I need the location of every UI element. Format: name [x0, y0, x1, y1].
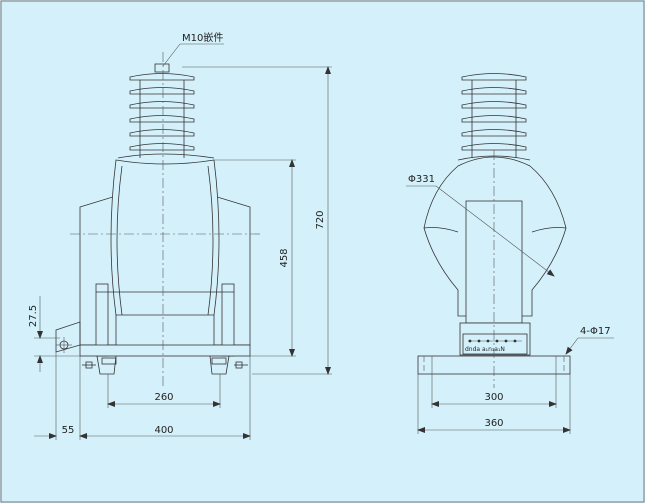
dim-400-label: 400 [154, 425, 173, 436]
side-insulator-sheds [457, 73, 531, 161]
insert-label: M10嵌件 [182, 32, 223, 44]
front-bolt-left [82, 361, 96, 369]
earth-plate [55, 321, 81, 353]
dim-260-label: 260 [154, 392, 173, 403]
holes-leader [565, 337, 579, 355]
dim-300-label: 300 [484, 392, 503, 403]
terminal-strip [462, 333, 528, 355]
terminal-box [459, 322, 531, 356]
front-insulator-sheds [117, 63, 215, 159]
insert-leader-line [162, 43, 181, 67]
side-view: Φ331 dnda a₁n₁a₁N 4-Φ17 300 360 [406, 73, 614, 434]
dim-360-label: 360 [484, 418, 503, 429]
front-base [79, 344, 251, 357]
diameter-leader [435, 185, 555, 277]
dim-27-5-label: 27.5 [28, 305, 39, 327]
terminal-label: dnda a₁n₁a₁N [465, 346, 505, 353]
diameter-label: Φ331 [408, 174, 435, 185]
dim-458-label: 458 [279, 248, 290, 267]
dim-720-label: 720 [315, 210, 326, 229]
front-view: M10嵌件 [28, 32, 332, 440]
dim-55-label: 55 [62, 425, 75, 436]
front-bolt-right [234, 361, 248, 369]
holes-label: 4-Φ17 [580, 326, 611, 337]
front-main-body [110, 159, 220, 316]
